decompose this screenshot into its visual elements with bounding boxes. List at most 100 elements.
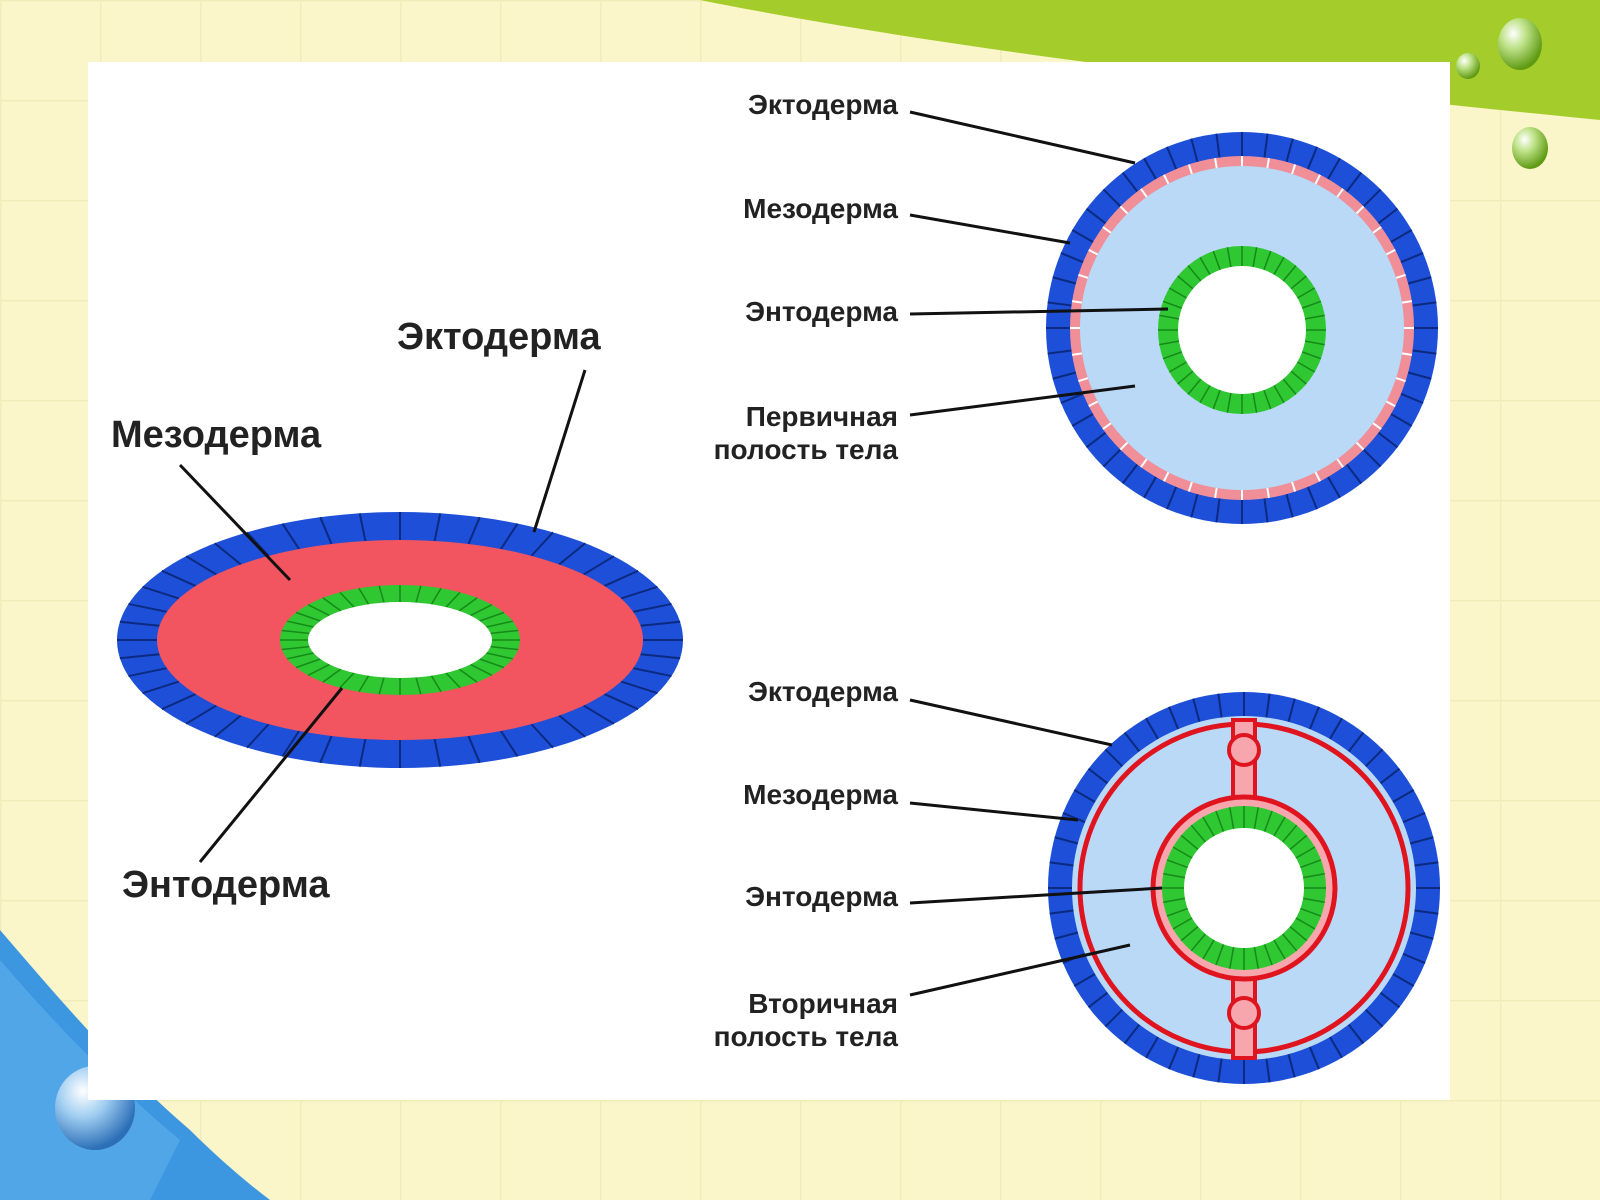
cell-boundary <box>1121 171 1139 193</box>
cell-boundary <box>1217 1058 1223 1083</box>
cell-boundary <box>1390 413 1413 427</box>
cell-boundary <box>1087 767 1109 785</box>
cell-boundary <box>1102 422 1112 430</box>
cell-boundary <box>1265 1058 1271 1083</box>
cell-boundary <box>1215 944 1225 966</box>
cell-boundary <box>558 542 586 566</box>
leader-lines <box>178 110 1169 997</box>
cell-boundary <box>640 653 681 660</box>
cell-boundary <box>128 602 168 613</box>
cell-boundary <box>583 704 615 725</box>
cell-boundary <box>1295 917 1316 930</box>
cell-boundary <box>1166 486 1178 510</box>
cell-boundary <box>1414 861 1439 867</box>
cell-boundary <box>530 723 554 749</box>
cell-boundary <box>1401 352 1413 356</box>
cell-boundary <box>1187 378 1202 395</box>
cell-boundary <box>458 668 478 683</box>
cell-boundary <box>1180 925 1199 942</box>
cell-boundary <box>1226 392 1232 413</box>
endoderm-cells <box>280 585 520 695</box>
cell-boundary <box>1402 952 1426 964</box>
cell-boundary <box>486 652 513 660</box>
cell-boundary <box>1199 385 1211 404</box>
vessel-dorsal <box>1227 733 1261 767</box>
cell-boundary <box>319 735 333 764</box>
cell-boundary <box>1085 207 1107 225</box>
pseudocoelomate-section <box>1046 132 1438 524</box>
label-endoderm: Энтодерма <box>122 864 330 906</box>
cell-boundary <box>1265 693 1271 718</box>
cell-boundary <box>1054 836 1079 845</box>
cell-boundary <box>1202 816 1215 837</box>
label-mesoderm: Мезодерма <box>743 193 898 224</box>
cell-boundary <box>1290 370 1307 385</box>
cell-boundary <box>1143 476 1157 499</box>
cell-boundary <box>1362 448 1382 468</box>
label-secondary-body-cavity: Вторичная полость тела <box>713 988 898 1052</box>
label-endoderm: Энтодерма <box>745 296 898 327</box>
cell-boundary <box>1300 907 1322 917</box>
cell-boundary <box>1088 400 1099 407</box>
cell-boundary <box>1263 498 1269 523</box>
cell-boundary <box>1401 300 1413 304</box>
cell-boundary <box>1409 931 1434 940</box>
cell-boundary <box>500 730 519 757</box>
cell-boundary <box>142 585 180 600</box>
cell-boundary <box>281 645 310 651</box>
cell-boundary <box>1168 361 1187 373</box>
cell-boundary <box>1187 265 1202 282</box>
cell-boundary <box>500 523 519 550</box>
cell-boundary <box>1336 188 1344 198</box>
cell-boundary <box>1289 834 1308 851</box>
cell-boundary <box>1282 378 1297 395</box>
cell-boundary <box>1304 340 1325 346</box>
cell-boundary <box>620 585 658 600</box>
endoderm-cells <box>1158 246 1326 414</box>
cell-boundary <box>1282 265 1297 282</box>
cell-boundary <box>1088 249 1099 256</box>
endoderm-cells <box>1162 806 1326 970</box>
cell-boundary <box>1372 226 1382 234</box>
cell-boundary <box>281 523 300 550</box>
cell-boundary <box>430 675 442 693</box>
cell-boundary <box>1308 1046 1320 1070</box>
cell-boundary <box>1301 351 1322 360</box>
cell-boundary <box>1168 287 1187 299</box>
cell-boundary <box>185 555 217 576</box>
cell-boundary <box>490 645 519 651</box>
cell-boundary <box>1385 249 1396 256</box>
cell-boundary <box>1187 481 1193 492</box>
cell-boundary <box>490 629 519 635</box>
cell-boundary <box>1162 351 1183 360</box>
cell-boundary <box>1140 188 1148 198</box>
cell-boundary <box>1168 1046 1180 1070</box>
cell-boundary <box>1192 698 1201 723</box>
cell-boundary <box>1190 933 1207 952</box>
cell-boundary <box>1379 991 1401 1009</box>
cell-boundary <box>1355 441 1365 451</box>
cell-boundary <box>1145 1036 1159 1059</box>
cell-boundary <box>1226 247 1232 268</box>
cell-boundary <box>128 667 168 678</box>
cell-boundary <box>214 714 242 738</box>
cell-boundary <box>1159 340 1180 346</box>
cell-boundary <box>339 672 355 689</box>
cell-boundary <box>1273 385 1285 404</box>
cell-boundary <box>1345 463 1363 485</box>
label-ectoderm: Эктодерма <box>747 676 898 707</box>
cell-boundary <box>307 603 330 617</box>
cell-boundary <box>1297 287 1316 299</box>
water-drop-icon <box>1498 18 1542 70</box>
cell-boundary <box>620 680 658 695</box>
cell-boundary <box>1215 498 1221 523</box>
cell-boundary <box>1395 377 1406 383</box>
cell-boundary <box>1049 861 1074 867</box>
cell-boundary <box>445 591 461 608</box>
cell-boundary <box>1145 717 1159 740</box>
cell-boundary <box>1163 174 1170 185</box>
cell-boundary <box>530 531 554 557</box>
cell-boundary <box>1253 946 1259 969</box>
cell-boundary <box>1347 731 1365 753</box>
cell-boundary <box>1263 250 1272 271</box>
